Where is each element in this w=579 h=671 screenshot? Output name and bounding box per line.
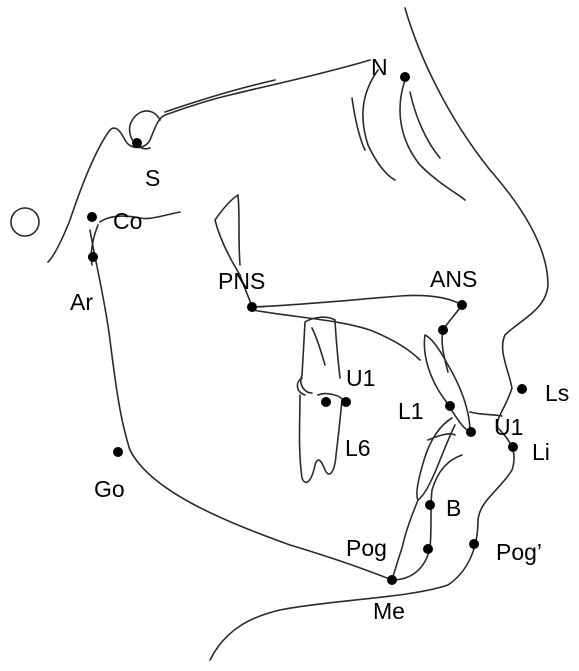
frontal-inner-line	[363, 70, 395, 180]
label-l6: L6	[345, 435, 371, 461]
label-pns: PNS	[218, 268, 265, 294]
s-dot	[132, 138, 142, 148]
label-ans: ANS	[430, 266, 477, 292]
label-u1-incisor: U1	[494, 414, 523, 440]
label-co: Co	[113, 208, 142, 234]
label-li: Li	[532, 439, 550, 465]
label-pog-soft: Pog’	[496, 539, 542, 565]
palatal-plane	[252, 295, 462, 307]
ear-rod-circle	[11, 208, 39, 236]
ls-dot	[517, 384, 527, 394]
maxilla-anterior	[442, 305, 462, 372]
pns-dot	[247, 302, 257, 312]
anterior-cranial-line	[165, 80, 275, 112]
upper-incisor	[424, 335, 470, 432]
landmark-labels: N S Co Ar PNS ANS U1 L6 L1 U1 Ls Li Go B…	[70, 54, 569, 624]
u1-incisor-dot	[466, 427, 476, 437]
co-dot	[87, 212, 97, 222]
l1-dot	[445, 401, 455, 411]
a-point-dot	[438, 325, 448, 335]
upper-molar	[301, 317, 340, 393]
label-l1: L1	[398, 398, 424, 424]
lower-molar	[297, 378, 345, 482]
tracing	[11, 8, 548, 660]
label-b: B	[446, 495, 461, 521]
pog-soft-dot	[469, 539, 479, 549]
li-dot	[508, 442, 518, 452]
l6-dot	[321, 397, 331, 407]
ans-dot	[457, 300, 467, 310]
frontal-outer-line	[410, 92, 440, 158]
u1-molar-dot	[341, 397, 351, 407]
label-ls: Ls	[545, 380, 569, 406]
go-dot	[113, 447, 123, 457]
nasal-bone-line	[400, 80, 465, 200]
label-me: Me	[373, 598, 405, 624]
label-n: N	[371, 54, 388, 80]
pog-dot	[423, 544, 433, 554]
label-go: Go	[94, 476, 125, 502]
label-s: S	[145, 165, 160, 191]
label-u1-molar: U1	[346, 365, 375, 391]
me-dot	[387, 575, 397, 585]
ar-dot	[88, 252, 98, 262]
n-dot	[400, 72, 410, 82]
label-pog: Pog	[346, 535, 387, 561]
lower-incisor	[417, 418, 455, 500]
label-ar: Ar	[70, 289, 93, 315]
b-dot	[425, 500, 435, 510]
lower-alveolus	[392, 500, 418, 580]
